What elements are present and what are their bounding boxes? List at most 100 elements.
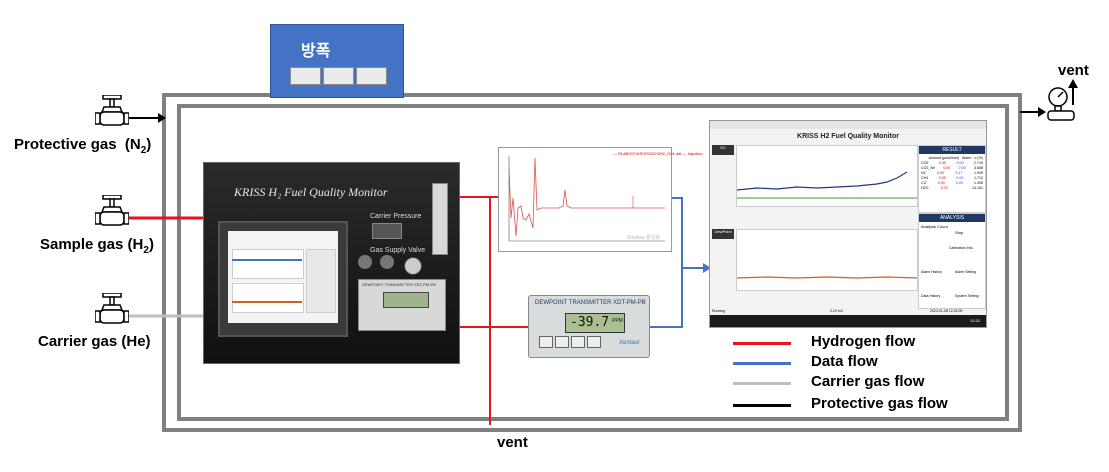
result-row: N2 0.00 0.17 1.945	[921, 171, 983, 175]
panel-button-1[interactable]	[290, 67, 321, 85]
flowmeter	[432, 183, 448, 255]
result-cell: CO2_Ne	[921, 166, 935, 170]
data-flow-gc	[670, 197, 705, 269]
result-row: CO 0.00 0.00 1.306	[921, 181, 983, 185]
software-title: KRISS H2 Fuel Quality Monitor	[797, 133, 899, 140]
vent-top-label: vent	[1058, 62, 1089, 79]
result-row: CO2_Ne 0.00 0.00 3.658	[921, 166, 983, 170]
carrier-pressure-label: Carrier Pressure	[370, 213, 422, 220]
status-mid: 2.19 mV	[830, 309, 844, 313]
dewpoint-chart	[736, 229, 918, 291]
chromatogram-header: — RLAB\GC\KRISS\2023\H2_G01.dat — Inject…	[613, 151, 703, 156]
result-column-header: Alarm	[962, 156, 972, 160]
result-cell: 0.00	[955, 181, 963, 185]
legend-carrier-swatch	[733, 382, 791, 385]
system-setting-button[interactable]: System Setting	[955, 294, 979, 298]
result-column-header: u (%)	[974, 156, 983, 160]
dewpoint-key-2[interactable]	[555, 336, 569, 348]
legend-data-swatch	[733, 362, 791, 365]
panel-button-3[interactable]	[356, 67, 387, 85]
gc-tag: GC	[712, 145, 734, 155]
sample-gas-label: Sample gas (H2)	[40, 236, 154, 256]
dewpoint-tag: DewPoint	[712, 229, 734, 239]
instrument-transmitter: DEWPOINT TRANSMITTER XDT-PM-PB	[358, 279, 446, 331]
result-cell: 1.306	[974, 181, 983, 185]
result-cell: 0.00	[937, 181, 945, 185]
instrument-title: KRISS H₂ Fuel Quality Monitor	[234, 185, 388, 199]
legend-protective-label: Protective gas flow	[811, 395, 948, 412]
result-cell: CO2	[921, 161, 929, 165]
vent-bottom-label: vent	[497, 434, 528, 451]
result-cell: 0.00	[943, 166, 951, 170]
result-header: RESULT	[919, 146, 985, 154]
taskbar: 12:32	[710, 315, 986, 327]
dewpoint-display: -39.7 PPM	[565, 313, 625, 333]
alarm-setting-button[interactable]: Alarm Setting	[955, 270, 977, 274]
chromatogram-watermark: Window 활성화	[627, 235, 660, 241]
carrier-pressure-knob[interactable]	[372, 223, 402, 239]
result-cell: 1.945	[973, 171, 983, 175]
dewpoint-key-1[interactable]	[539, 336, 553, 348]
result-cell: 0.00	[937, 171, 945, 175]
data-flow-arrow	[703, 263, 711, 273]
explosion-proof-panel: 방폭	[270, 24, 404, 98]
dewpoint-brand: Xentaur	[619, 340, 641, 346]
valve-knob-1[interactable]	[358, 255, 372, 269]
analysis-header: ANALYSIS	[919, 214, 985, 222]
explosion-proof-enclosure-inner	[177, 104, 1009, 421]
panel-button-2[interactable]	[323, 67, 354, 85]
legend-carrier-label: Carrier gas flow	[811, 373, 925, 390]
gas-supply-label: Gas Supply Valve	[370, 247, 426, 254]
result-cell: 0.00	[958, 166, 966, 170]
taskbar-clock: 12:32	[969, 318, 980, 323]
dewpoint-unit: PPM	[612, 318, 623, 324]
result-cell: CO	[921, 181, 927, 185]
status-right: 2023-01-08 12:32:09	[930, 309, 963, 313]
status-left: Running	[712, 309, 726, 313]
result-cell: H2O	[921, 186, 929, 190]
result-cell: 0.17	[955, 171, 963, 175]
result-cell: 1.712	[973, 176, 983, 180]
carrier-gas-label: Carrier gas (He)	[38, 333, 151, 350]
pressure-gauge-icon	[404, 257, 422, 275]
data-history-button[interactable]: Data History	[921, 294, 941, 298]
legend-data-label: Data flow	[811, 353, 878, 370]
result-cell: 2.719	[973, 161, 983, 165]
carrier-valve-icon	[95, 293, 129, 324]
analysis-count-label: Analysis Count	[921, 224, 948, 229]
result-cell: CH4	[921, 176, 929, 180]
instrument-touchscreen	[218, 221, 348, 337]
chromatogram-panel: — RLAB\GC\KRISS\2023\H2_G01.dat — Inject…	[498, 147, 703, 252]
dewpoint-transmitter: DEWPOINT TRANSMITTER XDT-PM-PB -39.7 PPM…	[528, 295, 650, 358]
stop-button[interactable]: Stop	[955, 230, 964, 235]
dewpoint-key-4[interactable]	[587, 336, 601, 348]
dewpoint-key-3[interactable]	[571, 336, 585, 348]
analyzer-instrument: KRISS H₂ Fuel Quality Monitor Carrier Pr…	[203, 162, 460, 364]
protective-gas-label: Protective gas (N2)	[14, 136, 152, 156]
result-cell: 3.658	[973, 166, 983, 170]
dewpoint-reading: -39.7	[570, 315, 610, 330]
result-cell: 0.00	[938, 176, 946, 180]
chromatogram-trace	[508, 156, 665, 242]
explosion-proof-enclosure-outer	[162, 93, 1022, 432]
protective-gas-arrow	[158, 113, 166, 123]
dewpoint-label: DEWPOINT TRANSMITTER XDT-PM-PB	[535, 300, 646, 306]
result-cell: 0.00	[938, 161, 946, 165]
pressure-regulator-icon	[1047, 87, 1075, 121]
result-cell: 3.76	[940, 186, 948, 190]
result-column-header: Amount (µmol/mol)	[928, 156, 960, 160]
monitoring-software: KRISS H2 Fuel Quality Monitor GC DewPoin…	[709, 120, 987, 328]
legend-hydrogen-label: Hydrogen flow	[811, 333, 916, 350]
result-cell: N2	[921, 171, 926, 175]
analysis-panel: ANALYSIS Analysis Count Stop Calibration…	[918, 213, 986, 309]
legend-hydrogen-swatch	[733, 342, 791, 345]
alarm-history-button[interactable]: Alarm History	[921, 270, 943, 274]
protective-valve-icon	[95, 95, 129, 126]
calibration-button[interactable]: Calibration Info.	[949, 246, 974, 250]
valve-knob-2[interactable]	[380, 255, 394, 269]
